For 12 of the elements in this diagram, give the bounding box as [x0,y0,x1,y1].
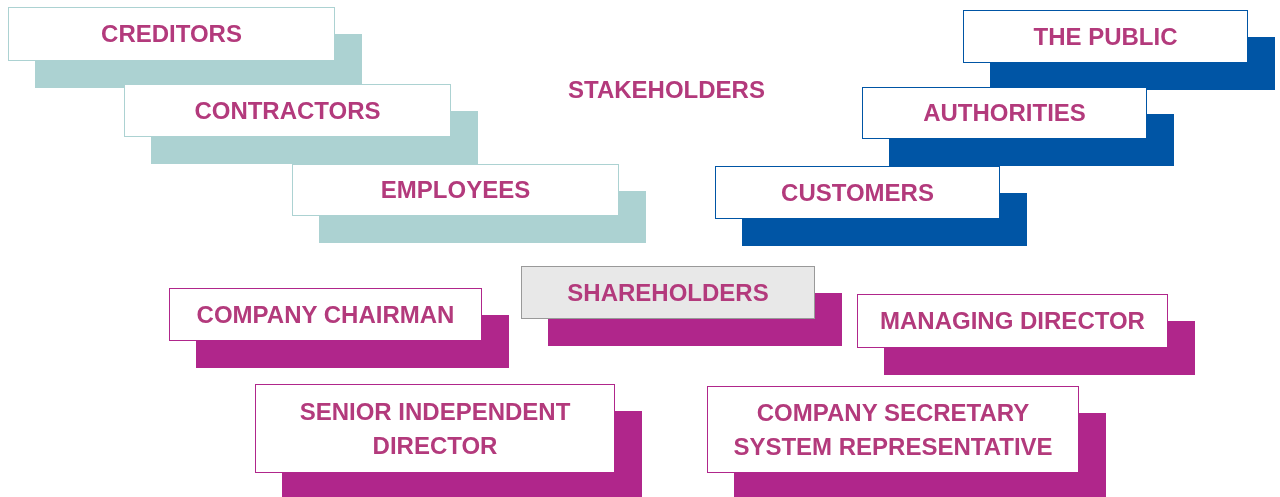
box-label: COMPANY CHAIRMAN [196,299,455,330]
box-label: SENIOR INDEPENDENT DIRECTOR [298,396,572,461]
heading-label: STAKEHOLDERS [568,76,765,104]
box-label: CONTRACTORS [194,95,381,126]
box-label: AUTHORITIES [923,98,1086,128]
box-label: CUSTOMERS [781,177,934,208]
box-label: CREDITORS [101,19,242,49]
box-label: SHAREHOLDERS [567,277,769,308]
box-label: MANAGING DIRECTOR [880,306,1145,336]
box-label: THE PUBLIC [1033,21,1178,52]
box-label: EMPLOYEES [380,175,531,205]
box-label: COMPANY SECRETARY SYSTEM REPRESENTATIVE [732,397,1054,462]
